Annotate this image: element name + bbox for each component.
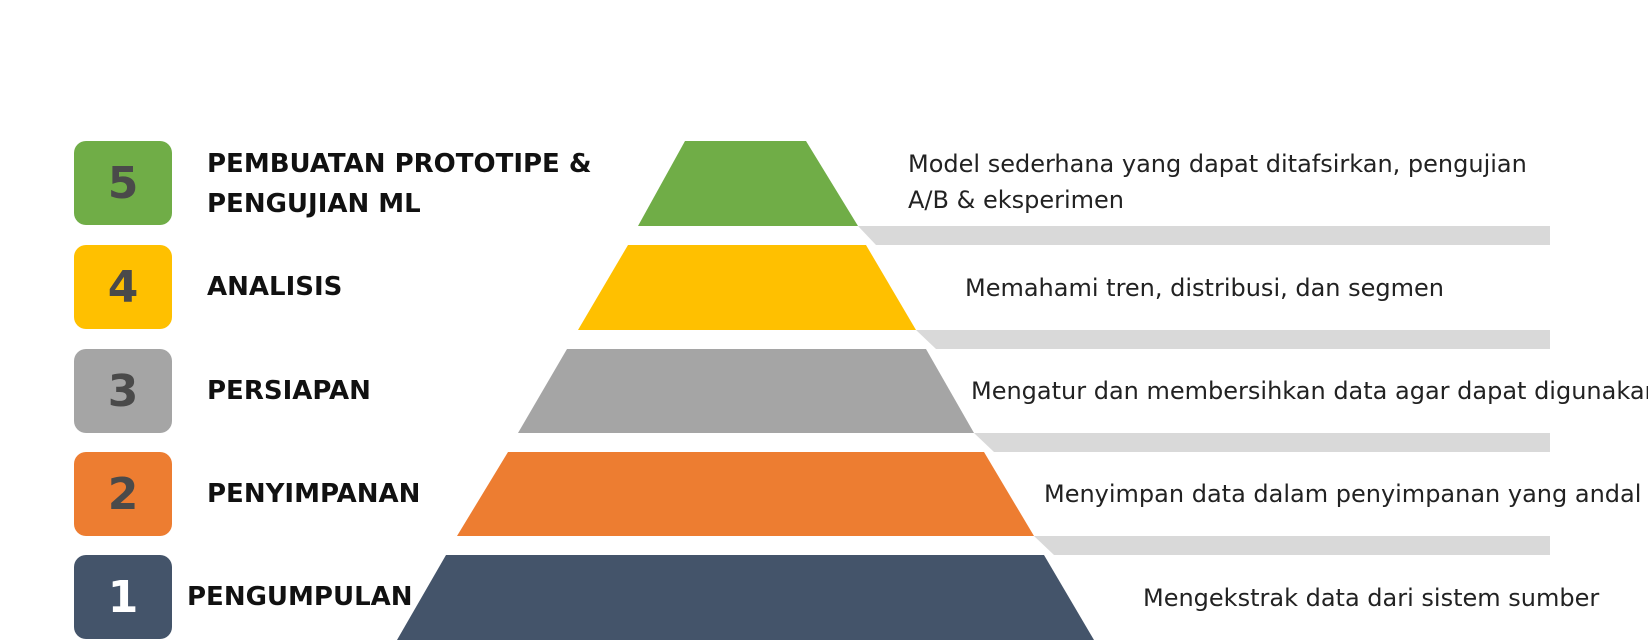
level-desc-4: Memahami tren, distribusi, dan segmen xyxy=(965,270,1444,306)
level-desc-2-line1: Menyimpan data dalam penyimpanan yang an… xyxy=(1044,480,1642,508)
separator-bar-2 xyxy=(916,330,1550,349)
level-number-5: 5 xyxy=(107,157,139,209)
level-title-3: PERSIAPAN xyxy=(207,371,371,411)
pyramid-layer-3 xyxy=(518,349,974,433)
level-badge-3: 3 xyxy=(74,349,172,433)
level-title-4: ANALISIS xyxy=(207,267,342,307)
level-desc-2: Menyimpan data dalam penyimpanan yang an… xyxy=(1044,476,1641,512)
level-number-4: 4 xyxy=(107,261,139,313)
level-desc-5-line2: A/B & eksperimen xyxy=(908,186,1124,214)
separator-bar-3 xyxy=(974,433,1550,452)
level-title-1-line1: PENGUMPULAN xyxy=(187,582,413,612)
level-title-2: PENYIMPANAN xyxy=(207,474,420,514)
level-number-1: 1 xyxy=(107,571,139,623)
level-desc-4-line1: Memahami tren, distribusi, dan segmen xyxy=(965,274,1445,302)
pyramid-layer-1 xyxy=(397,555,1094,640)
level-number-3: 3 xyxy=(107,365,139,417)
level-desc-5-line1: Model sederhana yang dapat ditafsirkan, … xyxy=(908,150,1527,178)
pyramid-layer-4 xyxy=(578,245,916,330)
level-desc-5: Model sederhana yang dapat ditafsirkan, … xyxy=(908,146,1527,218)
level-badge-1: 1 xyxy=(74,555,172,639)
pyramid-layer-5 xyxy=(638,141,858,226)
level-title-2-line1: PENYIMPANAN xyxy=(207,479,421,509)
level-title-3-line1: PERSIAPAN xyxy=(207,376,371,406)
pyramid-layer-2 xyxy=(457,452,1034,536)
level-desc-1: Mengekstrak data dari sistem sumber xyxy=(1143,580,1599,616)
level-title-4-line1: ANALISIS xyxy=(207,272,343,302)
level-title-5-line1: PEMBUATAN PROTOTIPE & xyxy=(207,149,592,179)
level-badge-5: 5 xyxy=(74,141,172,225)
level-badge-2: 2 xyxy=(74,452,172,536)
separator-bar-4 xyxy=(1034,536,1550,555)
level-number-2: 2 xyxy=(107,468,139,520)
level-desc-1-line1: Mengekstrak data dari sistem sumber xyxy=(1143,584,1600,612)
level-desc-3: Mengatur dan membersihkan data agar dapa… xyxy=(971,373,1648,409)
level-desc-3-line1: Mengatur dan membersihkan data agar dapa… xyxy=(971,377,1648,405)
separator-bar-1 xyxy=(858,226,1550,245)
level-badge-4: 4 xyxy=(74,245,172,329)
level-title-5-line2: PENGUJIAN ML xyxy=(207,189,421,219)
level-title-5: PEMBUATAN PROTOTIPE & PENGUJIAN ML xyxy=(207,144,592,224)
level-title-1: PENGUMPULAN xyxy=(187,577,413,617)
